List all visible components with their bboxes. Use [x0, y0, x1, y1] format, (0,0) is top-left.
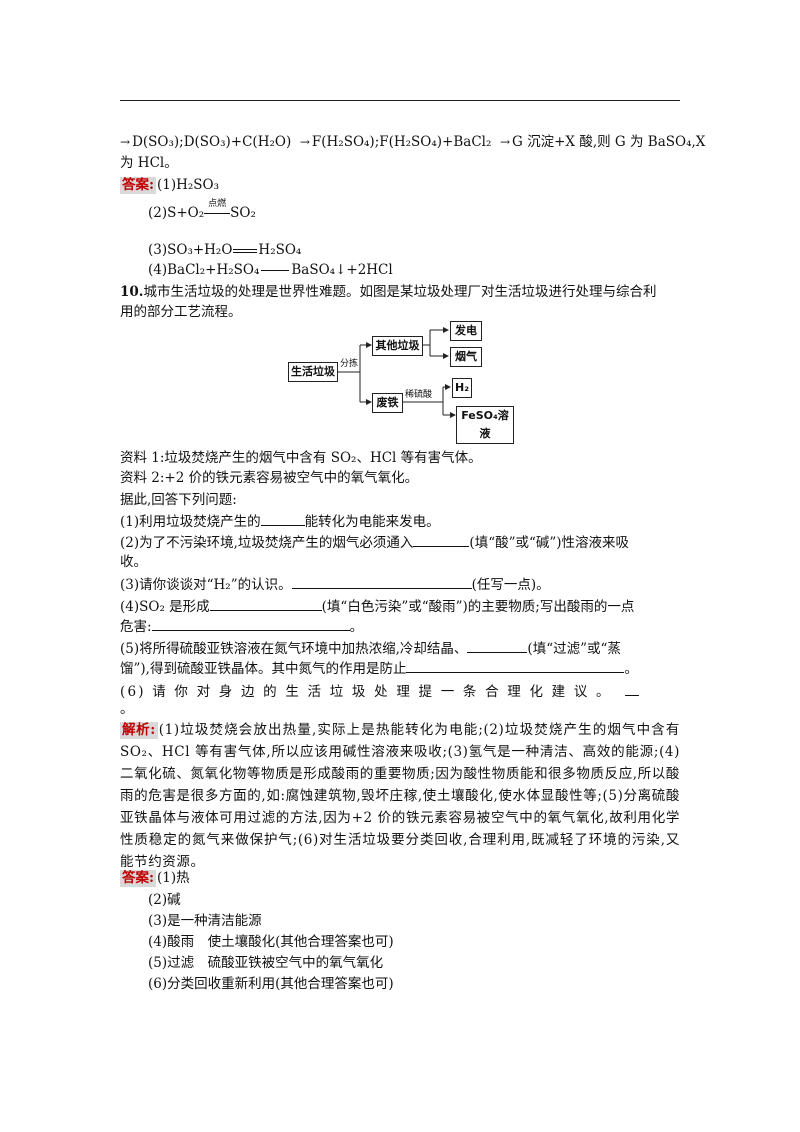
flow-node-feso4: FeSO₄溶液 — [456, 406, 514, 444]
q2-text-b: (填“酸”或“碱”)性溶液来吸 — [469, 535, 630, 551]
analysis-block: 解析:(1)垃圾焚烧会放出热量,实际上是热能转化为电能;(2)垃圾焚烧产生的烟气… — [120, 719, 680, 873]
prev-line-1: →D(SO₃);D(SO₃)+C(H₂O) →F(H₂SO₄);F(H₂SO₄)… — [120, 132, 705, 152]
answer-blank[interactable] — [467, 638, 528, 653]
question-2-cont: 收。 — [120, 554, 147, 570]
question-5: (5)将所得硫酸亚铁溶液在氮气环境中加热浓缩,冷却结晶、 (填“过滤”或“蒸 — [120, 638, 621, 659]
q2-text-a: (2)为了不污染环境,垃圾焚烧产生的烟气必须通入 — [120, 535, 414, 551]
q4-text-c: 危害: — [120, 619, 152, 635]
answer-label: 答案: — [120, 870, 156, 887]
flowchart-connectors — [336, 327, 456, 418]
info-2: 资料 2:+2 价的铁元素容易被空气中的氧气氧化。 — [120, 470, 419, 486]
prev-a2-left: (2)S+O₂ — [148, 205, 205, 221]
equal-sign — [261, 270, 290, 271]
answer-6: (6)分类回收重新利用(其他合理答案也可) — [148, 976, 394, 992]
flow-node-power: 发电 — [450, 321, 482, 341]
arrow-icon: → — [120, 135, 131, 149]
prev-a1-text: (1)H₂SO₃ — [156, 177, 220, 193]
question-6: (6) 请 你 对 身 边 的 生 活 垃 圾 处 理 提 一 条 合 理 化 … — [120, 681, 639, 702]
answer-2: (2)碱 — [148, 892, 181, 908]
answer-blank[interactable] — [209, 596, 322, 611]
flow-node-smoke: 烟气 — [450, 347, 482, 367]
condition-text: 点燃 — [208, 199, 227, 209]
q4-text-a: (4)SO₂ 是形成 — [120, 599, 210, 615]
question-6-end: 。 — [120, 701, 134, 717]
prev-answer-3: (3)SO₃+H₂O H₂SO₄ — [148, 240, 301, 260]
header-rule — [120, 100, 680, 101]
prev-seg-2: F(H₂SO₄);F(H₂SO₄)+BaCl₂ — [311, 134, 492, 150]
q10-stem-1: 10.城市生活垃圾的处理是世界性难题。如图是某垃圾处理厂对生活垃圾进行处理与综合… — [120, 282, 657, 302]
analysis-label: 解析: — [120, 722, 158, 739]
info-1: 资料 1:垃圾焚烧产生的烟气中含有 SO₂、HCl 等有害气体。 — [120, 450, 482, 466]
answer-blank[interactable] — [406, 658, 625, 673]
answer-label: 答案: — [120, 177, 156, 194]
prev-seg-3: G 沉淀+X 酸,则 G 为 BaSO₄,X — [512, 134, 706, 150]
answer-5: (5)过滤 硫酸亚铁被空气中的氧气氧化 — [148, 955, 384, 971]
flow-edge-acid: 稀硫酸 — [405, 390, 433, 400]
flow-node-other: 其他垃圾 — [372, 336, 423, 356]
process-flowchart: 生活垃圾 分拣 其他垃圾 发电 烟气 废铁 稀硫酸 H₂ FeSO₄溶液 — [288, 321, 528, 444]
q1-text-a: (1)利用垃圾焚烧产生的 — [120, 514, 261, 530]
prev-line-2: 为 HCl。 — [120, 155, 178, 171]
reaction-condition: 点燃 — [204, 199, 231, 223]
answer-blank[interactable] — [151, 616, 350, 631]
prev-a3-right: H₂SO₄ — [258, 242, 302, 258]
answer-1: (1)热 — [156, 870, 190, 886]
answer-3: (3)是一种清洁能源 — [148, 913, 262, 929]
prev-a2-right: SO₂ — [230, 205, 256, 221]
analysis-text: (1)垃圾焚烧会放出热量,实际上是热能转化为电能;(2)垃圾焚烧产生的烟气中含有… — [120, 722, 680, 870]
q5-text-a: (5)将所得硫酸亚铁溶液在氮气环境中加热浓缩,冷却结晶、 — [120, 641, 468, 657]
q3-text-b: (任写一点)。 — [471, 577, 550, 593]
prev-seg-1: D(SO₃);D(SO₃)+C(H₂O) — [132, 134, 292, 150]
q1-text-b: 能转化为电能来发电。 — [304, 514, 440, 530]
flow-node-source: 生活垃圾 — [288, 362, 338, 382]
q5-text-c: 馏”),得到硫酸亚铁晶体。其中氮气的作用是防止 — [120, 661, 407, 677]
arrow-icon: → — [299, 135, 310, 149]
prev-a4-right: BaSO₄↓+2HCl — [291, 262, 393, 278]
q10-stem-text: 城市生活垃圾的处理是世界性难题。如图是某垃圾处理厂对生活垃圾进行处理与综合利 — [143, 284, 657, 300]
arrow-icon: → — [499, 135, 511, 149]
answer-blank[interactable] — [624, 681, 639, 696]
prompt: 据此,回答下列问题: — [120, 492, 237, 508]
q6-text: (6) 请 你 对 身 边 的 生 活 垃 圾 处 理 提 一 条 合 理 化 … — [120, 684, 612, 700]
prev-a3-left: (3)SO₃+H₂O — [148, 242, 233, 258]
question-number: 10. — [120, 284, 144, 300]
question-4-cont: 危害: 。 — [120, 616, 363, 637]
prev-answer-1: 答案:(1)H₂SO₃ — [120, 175, 219, 195]
flow-node-h2: H₂ — [452, 378, 472, 398]
prev-answer-4: (4)BaCl₂+H₂SO₄ BaSO₄↓+2HCl — [148, 260, 393, 280]
q4-text-d: 。 — [349, 619, 364, 635]
answer-blank[interactable] — [413, 532, 470, 547]
answer-blank[interactable] — [291, 574, 472, 589]
answer-blank[interactable] — [260, 511, 305, 526]
question-2: (2)为了不污染环境,垃圾焚烧产生的烟气必须通入 (填“酸”或“碱”)性溶液来吸 — [120, 532, 629, 553]
q4-text-b: (填“白色污染”或“酸雨”)的主要物质;写出酸雨的一点 — [321, 599, 635, 615]
answer-4: (4)酸雨 使土壤酸化(其他合理答案也可) — [148, 934, 394, 950]
question-5-cont: 馏”),得到硫酸亚铁晶体。其中氮气的作用是防止 。 — [120, 658, 638, 679]
prev-a4-left: (4)BaCl₂+H₂SO₄ — [148, 262, 260, 278]
question-1: (1)利用垃圾焚烧产生的 能转化为电能来发电。 — [120, 511, 440, 532]
q5-text-d: 。 — [624, 661, 638, 677]
q3-text-a: (3)请你谈谈对“H₂”的认识。 — [120, 577, 292, 593]
flow-edge-sort: 分拣 — [340, 359, 359, 369]
question-3: (3)请你谈谈对“H₂”的认识。 (任写一点)。 — [120, 574, 550, 595]
q5-text-b: (填“过滤”或“蒸 — [527, 641, 621, 657]
question-4: (4)SO₂ 是形成 (填“白色污染”或“酸雨”)的主要物质;写出酸雨的一点 — [120, 596, 634, 617]
answer-line-1: 答案:(1)热 — [120, 868, 190, 888]
q10-stem-2: 用的部分工艺流程。 — [120, 304, 242, 320]
equal-sign — [233, 248, 258, 253]
flow-node-iron: 废铁 — [372, 393, 403, 413]
